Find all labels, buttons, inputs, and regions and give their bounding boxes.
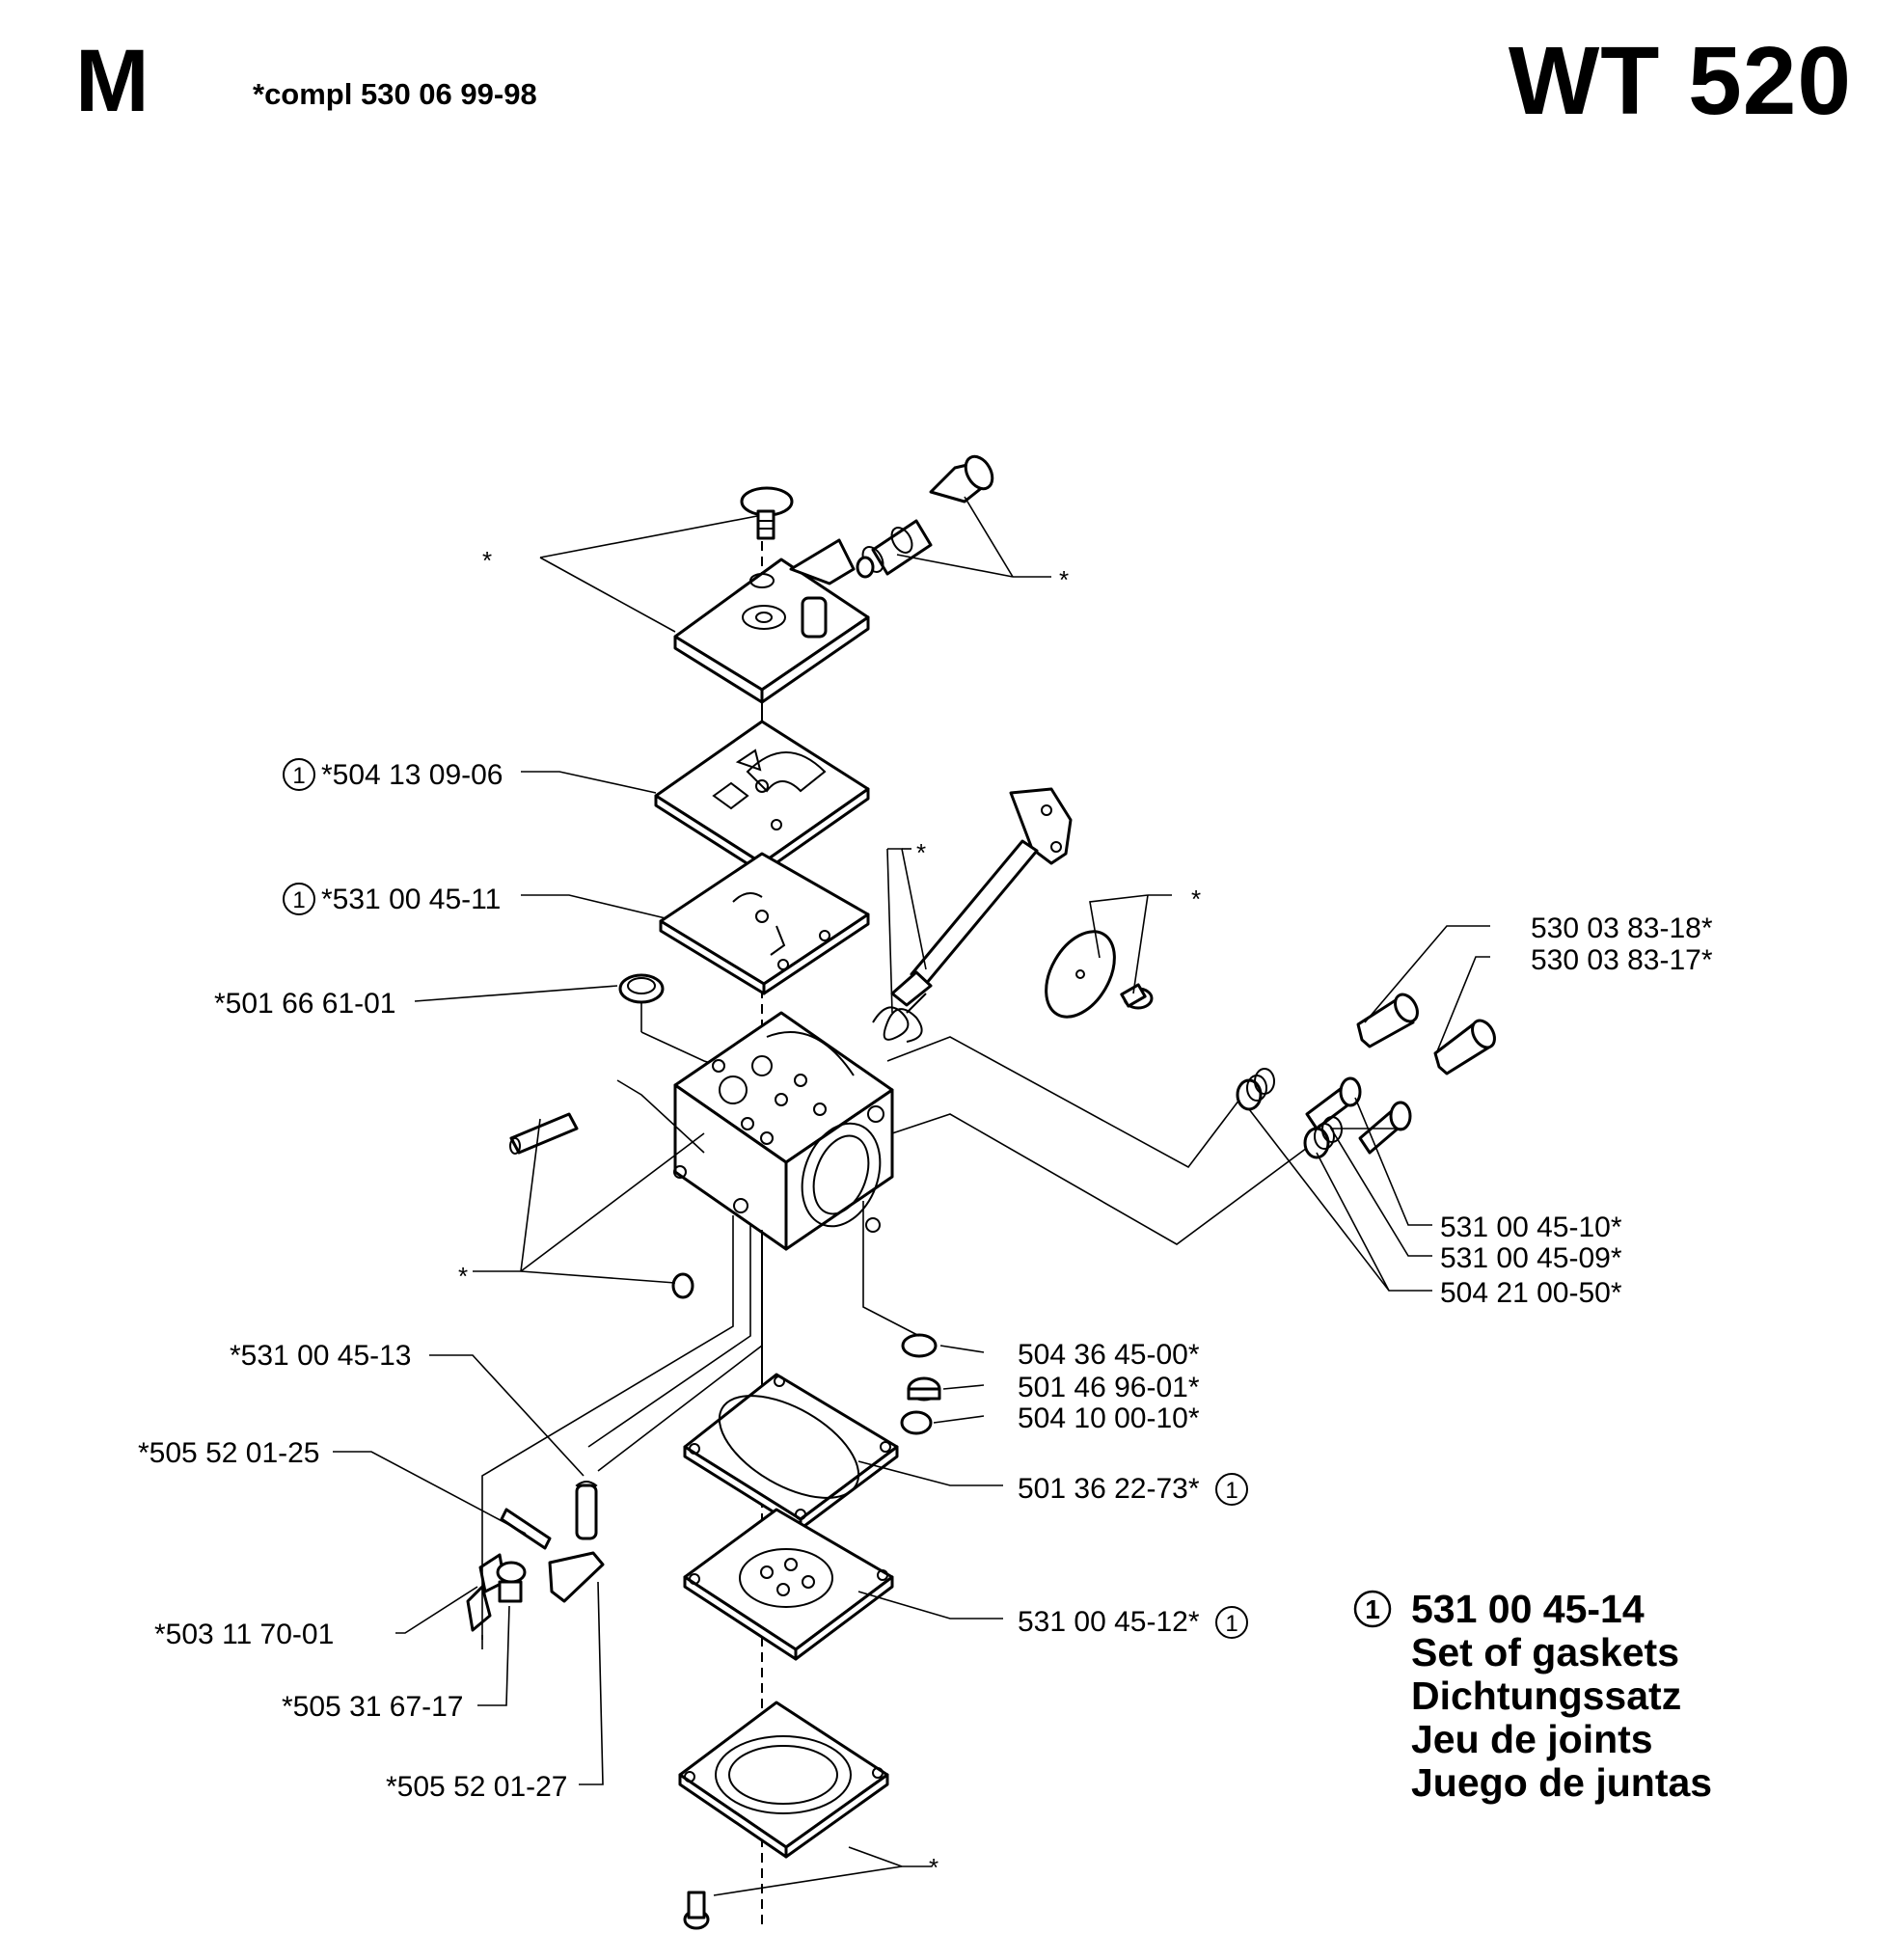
metering-cover-part [678, 1701, 889, 1859]
leader-lines [333, 496, 1490, 1896]
legend-line-fr: Jeu de joints [1411, 1717, 1653, 1761]
legend-line-es: Juego de juntas [1411, 1760, 1712, 1805]
star-choke: * [916, 838, 926, 867]
callout-marker: 1 [1225, 1611, 1238, 1637]
label-504-36-45-00: 504 36 45-00* [1018, 1339, 1200, 1371]
metering-lever-parts [466, 1481, 605, 1649]
label-504-10-00-10: 504 10 00-10* [1018, 1402, 1200, 1434]
label-501-66-61-01: *501 66 61-01 [214, 988, 396, 1020]
legend-line-de: Dichtungssatz [1411, 1674, 1681, 1718]
pump-cover-part [673, 538, 870, 704]
legend-marker: 1 [1365, 1594, 1380, 1624]
label-531-00-45-12: 531 00 45-12* [1018, 1606, 1200, 1638]
star-top-right: * [1059, 565, 1069, 594]
limiter-cap-18 [1356, 993, 1419, 1048]
cover-screw-bottom [683, 1891, 710, 1930]
callout-marker: 1 [292, 887, 305, 913]
limiter-cap-17 [1433, 1019, 1496, 1075]
screen-plug-ring-parts [900, 1333, 941, 1435]
label-505-31-67-17: *505 31 67-17 [282, 1691, 464, 1723]
asterisk-labels: * * * * * * [458, 546, 1201, 1882]
section-letter: M [75, 32, 150, 130]
gasket-top-part [654, 720, 870, 875]
star-body-left: * [458, 1262, 468, 1291]
label-531-00-45-13: *531 00 45-13 [230, 1340, 412, 1372]
legend-line-en: Set of gaskets [1411, 1630, 1679, 1674]
part-labels: *504 13 09-06 *531 00 45-11 *501 66 61-0… [138, 759, 1713, 1803]
cover-screw-part [740, 486, 794, 540]
label-531-00-45-11: *531 00 45-11 [321, 884, 501, 915]
metering-gasket-part [683, 1373, 899, 1531]
gasket-set-legend: 1 531 00 45-14 Set of gaskets Dichtungss… [1353, 1587, 1712, 1805]
label-531-00-45-10: 531 00 45-10* [1440, 1211, 1622, 1243]
throttle-lever-shaft-part [890, 787, 1154, 1019]
throttle-return-spring-part [872, 993, 927, 1043]
carburetor-body-part [673, 1011, 894, 1251]
label-505-52-01-27: *505 52 01-27 [386, 1771, 568, 1803]
label-501-46-96-01: 501 46 96-01* [1018, 1372, 1200, 1403]
label-505-52-01-25: *505 52 01-25 [138, 1437, 320, 1469]
complete-carburetor-note: *compl 530 06 99-98 [253, 77, 537, 111]
star-bottom: * [929, 1853, 938, 1882]
label-530-03-83-17: 530 03 83-17* [1531, 944, 1713, 976]
metering-diaphragm-part [683, 1508, 894, 1661]
adjust-needle-09 [1358, 1101, 1412, 1155]
star-throttle: * [1191, 885, 1201, 913]
gasket-set-markers: 1 1 1 1 [283, 758, 1248, 1639]
label-504-13-09-06: *504 13 09-06 [321, 759, 503, 791]
label-503-11-70-01: *503 11 70-01 [154, 1619, 334, 1650]
adjust-needle-10 [1305, 1076, 1362, 1130]
label-530-03-83-18: 530 03 83-18* [1531, 912, 1713, 944]
label-501-36-22-73: 501 36 22-73* [1018, 1473, 1200, 1505]
callout-marker: 1 [1225, 1478, 1238, 1504]
adjust-screw-spring-top [856, 454, 994, 579]
callout-marker: 1 [292, 763, 305, 789]
label-504-21-00-50: 504 21 00-50* [1440, 1277, 1622, 1309]
model-title: WT 520 [1508, 27, 1852, 135]
label-531-00-45-09: 531 00 45-09* [1440, 1242, 1622, 1274]
pump-diaphragm-part [659, 852, 870, 995]
legend-part-number: 531 00 45-14 [1411, 1587, 1645, 1631]
body-pin-left [509, 1112, 694, 1299]
star-top-left: * [482, 546, 492, 575]
